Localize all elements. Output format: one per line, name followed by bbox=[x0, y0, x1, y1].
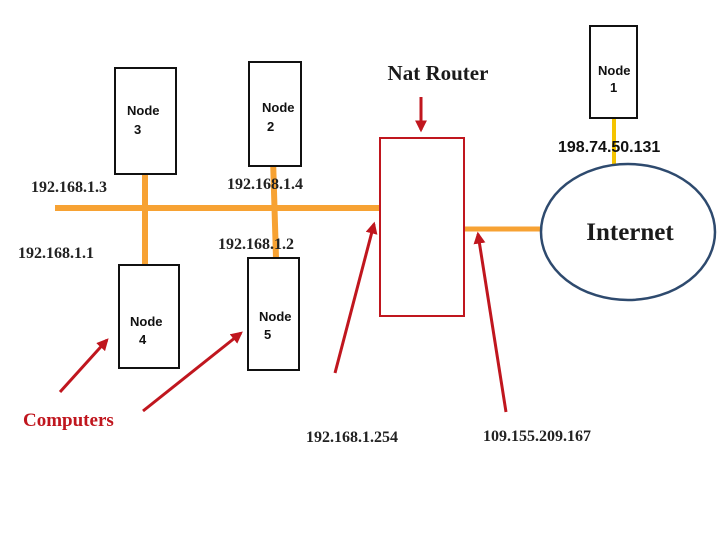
internet-ellipse bbox=[539, 162, 717, 302]
node-3-box bbox=[114, 67, 177, 175]
ip-router-external: 109.155.209.167 bbox=[483, 428, 591, 445]
node-2-box bbox=[248, 61, 302, 167]
node-2: Node 2 bbox=[248, 61, 302, 167]
nat-router-title: Nat Router bbox=[388, 61, 489, 85]
node-5-word: Node bbox=[259, 309, 292, 324]
node-1-number: 1 bbox=[610, 80, 617, 95]
ip-node1: 198.74.50.131 bbox=[558, 139, 660, 156]
node-4-box bbox=[118, 264, 180, 369]
node-4: Node 4 bbox=[118, 264, 180, 369]
nat-router-box bbox=[379, 137, 465, 317]
node-5-number: 5 bbox=[264, 327, 271, 342]
arrow-to-node-5 bbox=[142, 331, 243, 413]
ip-node4: 192.168.1.1 bbox=[18, 245, 94, 262]
node-2-word: Node bbox=[262, 100, 295, 115]
node-1: Node 1 bbox=[589, 25, 638, 119]
arrow-to-node-4 bbox=[58, 338, 109, 394]
node-4-number: 4 bbox=[139, 332, 147, 347]
computers-label: Computers bbox=[23, 410, 114, 431]
ip-node2: 192.168.1.4 bbox=[227, 176, 303, 193]
arrow-to-router-internal bbox=[333, 221, 378, 374]
internet-label: Internet bbox=[586, 219, 674, 246]
node-1-word: Node bbox=[598, 63, 631, 78]
node-2-number: 2 bbox=[267, 119, 274, 134]
arrow-to-router-external bbox=[473, 231, 508, 413]
ip-node5: 192.168.1.2 bbox=[218, 236, 294, 253]
node-5: Node 5 bbox=[247, 257, 300, 371]
node-5-box bbox=[247, 257, 300, 371]
node-4-word: Node bbox=[130, 314, 163, 329]
node-3-number: 3 bbox=[134, 122, 141, 137]
node2-node5-link bbox=[270, 157, 279, 259]
node-1-box bbox=[589, 25, 638, 119]
ip-node3: 192.168.1.3 bbox=[31, 179, 107, 196]
node-3-word: Node bbox=[127, 103, 160, 118]
ip-router-internal: 192.168.1.254 bbox=[306, 429, 398, 446]
node-3: Node 3 bbox=[114, 67, 177, 175]
